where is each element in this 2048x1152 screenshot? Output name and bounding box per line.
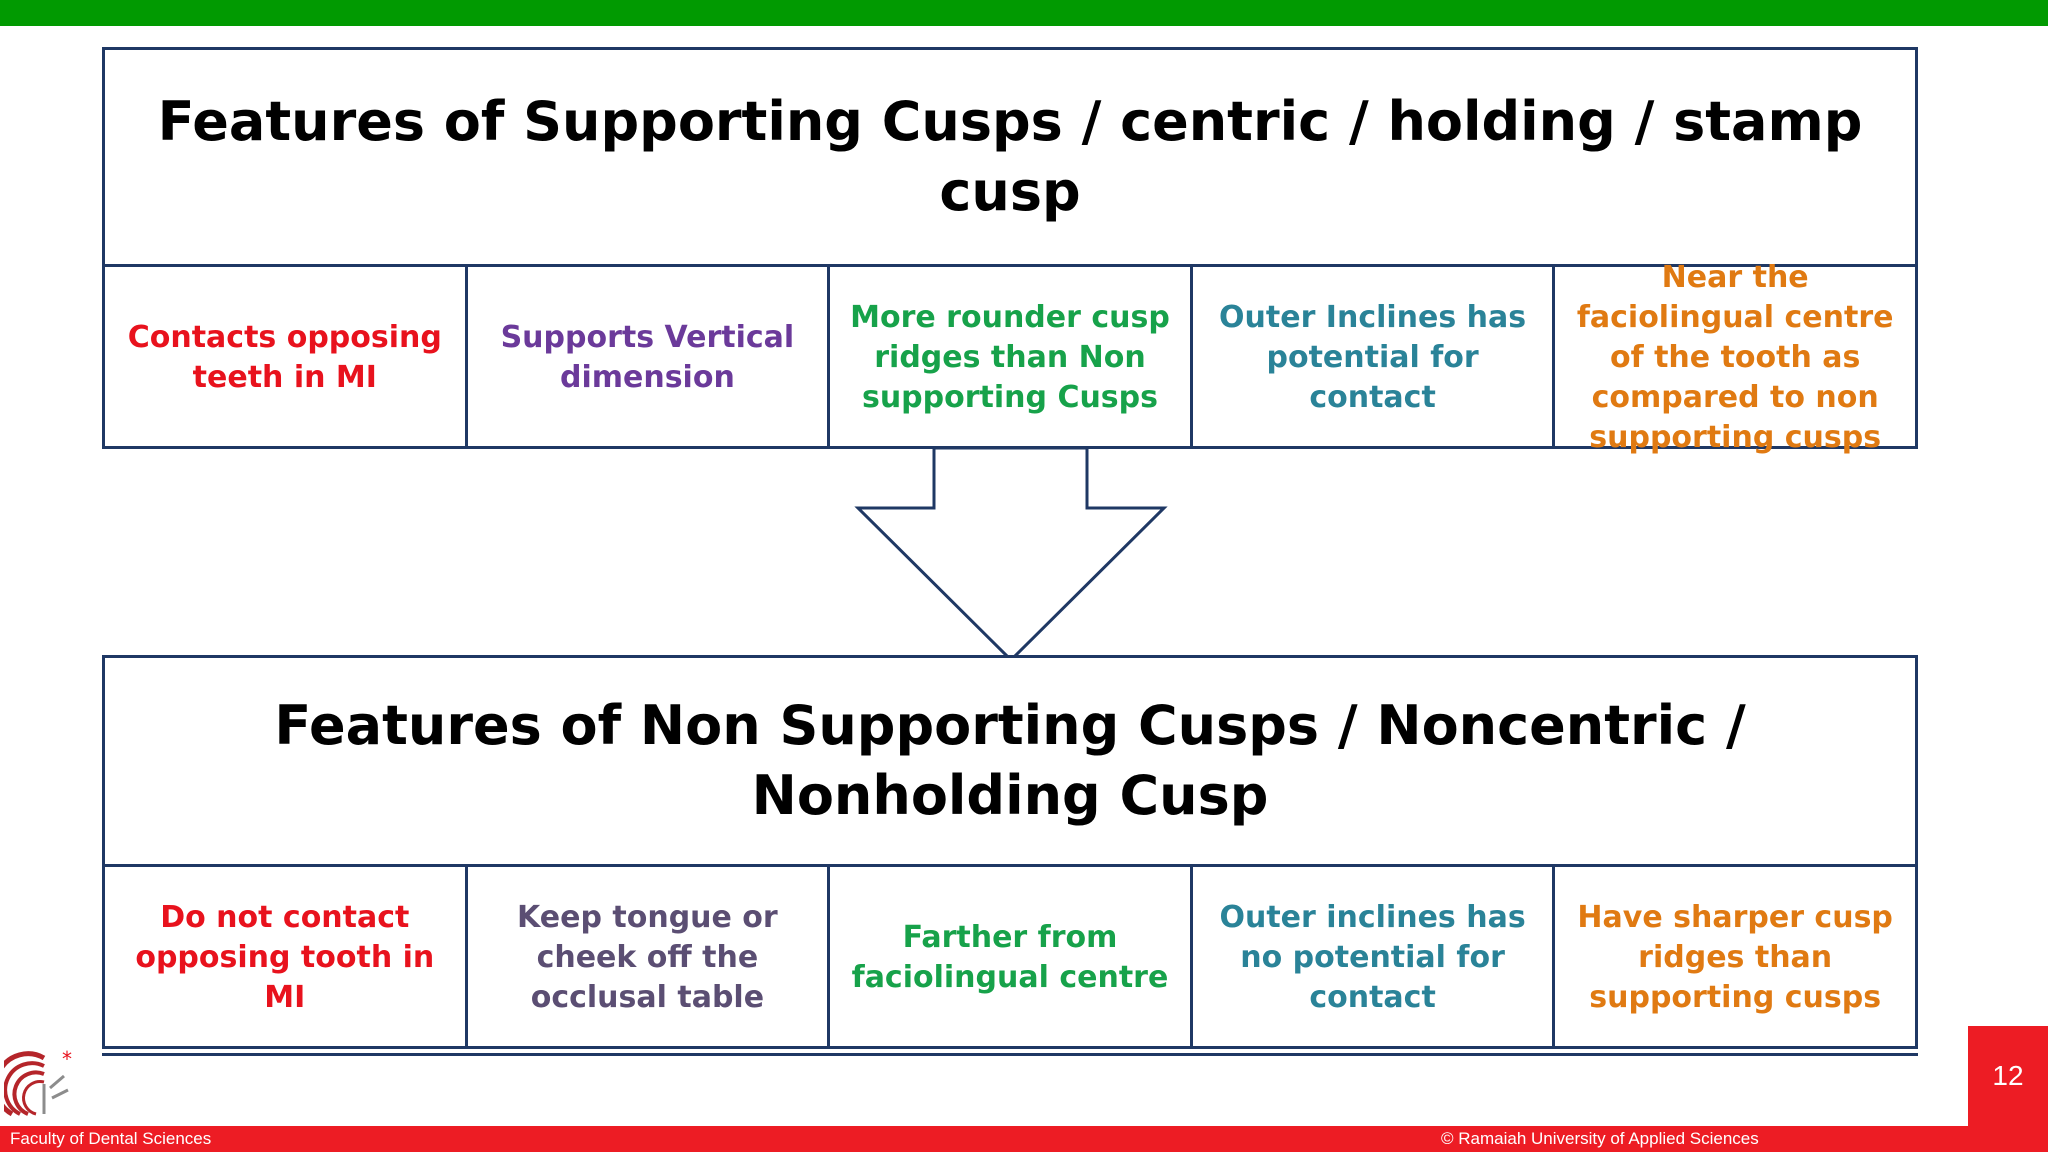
supporting-features-row: Contacts opposing teeth in MI Supports V… [105, 260, 1915, 455]
supporting-feature-1: Contacts opposing teeth in MI [105, 267, 468, 449]
university-logo-icon: * [4, 1047, 72, 1117]
non-supporting-feature-5: Have sharper cusp ridges than supporting… [1577, 900, 1893, 1015]
non-supporting-feature-3: Farther from faciolingual centre [830, 867, 1193, 1049]
down-arrow-icon [854, 448, 1168, 663]
supporting-feature-5: Near the faciolingual centre of the toot… [1576, 260, 1894, 455]
footer-copyright: © Ramaiah University of Applied Sciences [1441, 1129, 1759, 1148]
non-supporting-feature-4: Outer inclines has no potential for cont… [1193, 867, 1556, 1049]
footer-faculty: Faculty of Dental Sciences [10, 1129, 212, 1148]
non-supporting-cusps-title: Features of Non Supporting Cusps / Nonce… [105, 658, 1915, 867]
supporting-cusps-title: Features of Supporting Cusps / centric /… [105, 50, 1915, 267]
supporting-feature-2: Supports Vertical dimension [468, 267, 831, 449]
page-number: 12 [1968, 1026, 2048, 1126]
non-supporting-feature-2: Keep tongue or cheek off the occlusal ta… [468, 867, 831, 1049]
non-supporting-feature-1: Do not contact opposing tooth in MI [105, 867, 468, 1049]
non-supporting-features-row: Do not contact opposing tooth in MI Keep… [105, 867, 1915, 1049]
top-accent-bar [0, 0, 2048, 26]
supporting-feature-3: More rounder cusp ridges than Non suppor… [830, 267, 1193, 449]
svg-text:*: * [62, 1047, 72, 1071]
footer-bar: Faculty of Dental Sciences © Ramaiah Uni… [0, 1126, 2048, 1152]
panel-double-border [102, 1046, 1918, 1056]
supporting-cusps-panel: Features of Supporting Cusps / centric /… [102, 47, 1918, 455]
non-supporting-cusps-panel: Features of Non Supporting Cusps / Nonce… [102, 655, 1918, 1049]
supporting-feature-4: Outer Inclines has potential for contact [1193, 267, 1556, 449]
